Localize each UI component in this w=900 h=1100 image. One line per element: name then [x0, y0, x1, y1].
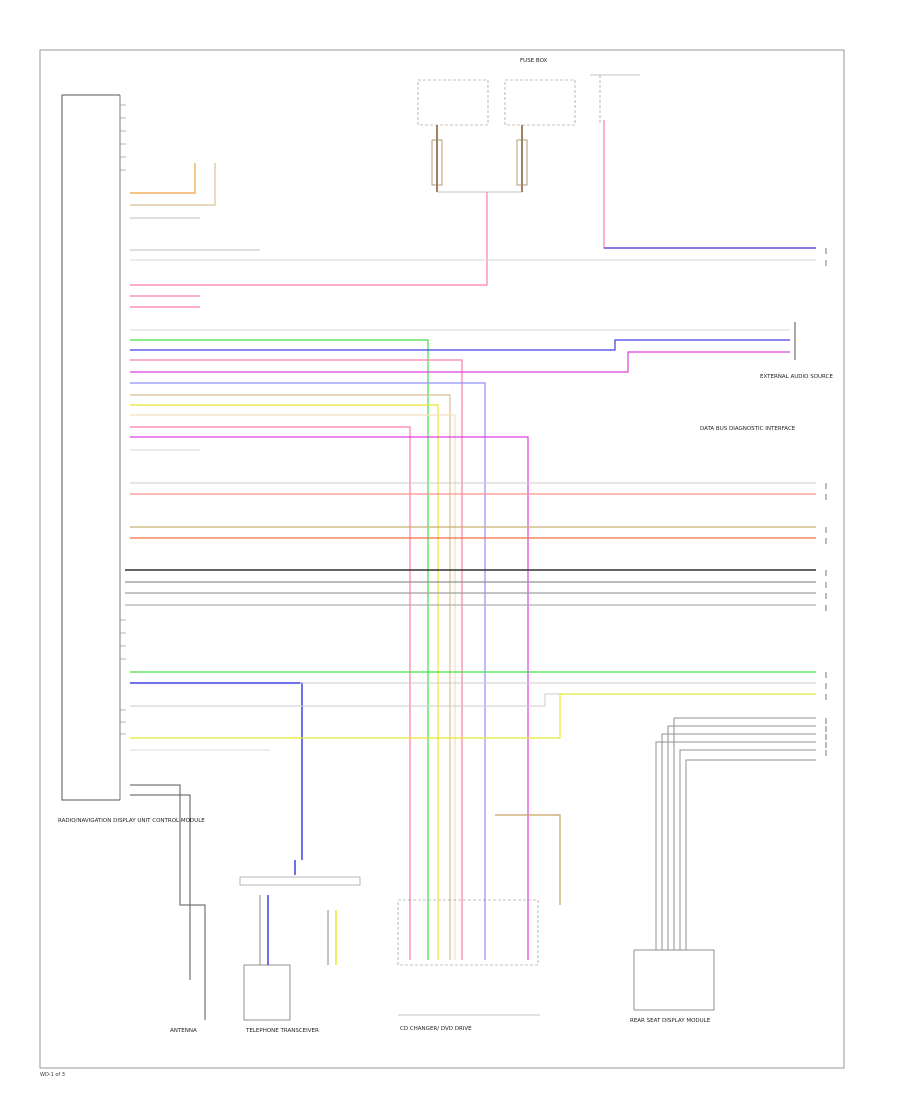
module-pins	[120, 104, 126, 735]
diagram-frame	[39, 49, 845, 1069]
radio-navigation-module: RADIO/NAVIGATION DISPLAY UNIT CONTROL MO…	[58, 94, 205, 824]
wire-magenta-ext	[130, 351, 790, 373]
telephone-label: TELEPHONE TRANSCEIVER	[245, 1028, 319, 1034]
fuse-box-label: FUSE BOX	[520, 58, 548, 64]
wire-magenta-mid	[130, 436, 529, 960]
data-bus-label: DATA BUS DIAGNOSTIC INTERFACE	[700, 426, 796, 432]
wire-lightblue-mid	[130, 394, 451, 960]
wire-tan-1	[130, 163, 216, 206]
wire-yellow-mid	[130, 404, 439, 960]
wire-tan-mid	[130, 414, 456, 960]
wire-blue-ext	[130, 339, 790, 351]
wire-blue-mid	[130, 382, 486, 960]
wire-pink-ext	[130, 359, 463, 960]
wire-gray-low2	[130, 693, 816, 707]
wire-orange-1	[130, 163, 196, 194]
rear-display-label: REAR SEAT DISPLAY MODULE	[630, 1018, 711, 1024]
radio-module-label: RADIO/NAVIGATION DISPLAY UNIT CONTROL MO…	[58, 818, 205, 824]
page-code: WD-1 of 3	[40, 1072, 65, 1078]
antenna-label: ANTENNA	[170, 1028, 197, 1034]
fuse-box-top	[417, 74, 640, 193]
wire-yellow-low	[130, 693, 816, 739]
wire-blue-low	[130, 682, 303, 860]
ext-audio-label: EXTERNAL AUDIO SOURCE	[760, 374, 833, 380]
rear-display-fanout	[633, 717, 816, 1011]
antenna: ANTENNA	[130, 784, 206, 1034]
wire-green-ext	[130, 339, 429, 960]
cd-changer: CD CHANGER/ DVD DRIVE	[397, 814, 561, 1032]
telephone-transceiver: TELEPHONE TRANSCEIVER	[239, 860, 361, 1034]
wire-pink-mid	[130, 426, 411, 960]
cd-changer-label: CD CHANGER/ DVD DRIVE	[400, 1026, 472, 1032]
wire-red-fuse	[130, 192, 488, 286]
wire-red-fuse-2	[603, 120, 816, 249]
